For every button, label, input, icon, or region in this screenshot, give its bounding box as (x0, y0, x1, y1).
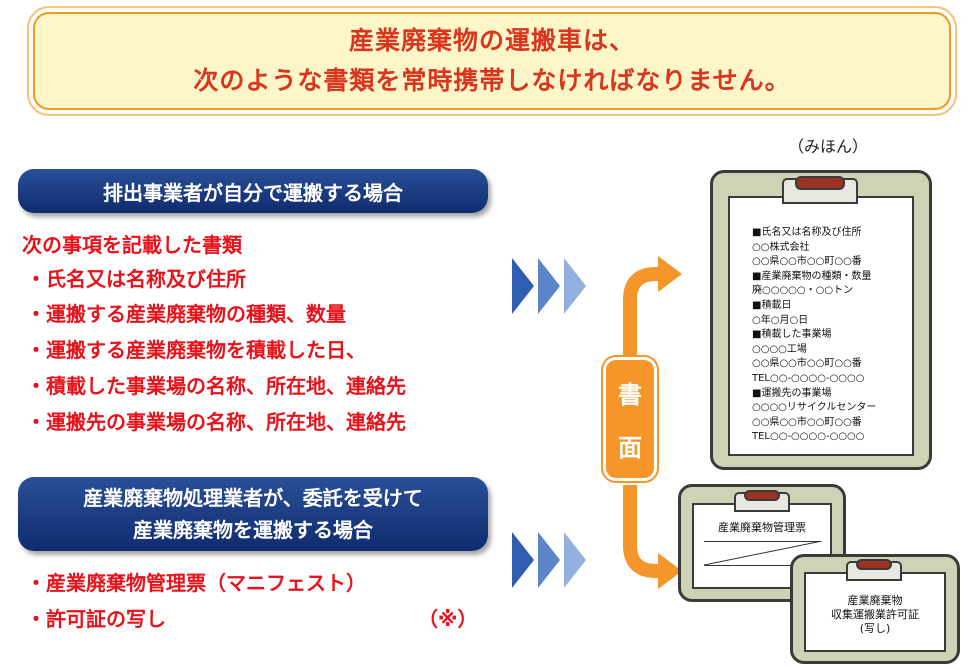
case2-item: ・許可証の写し (26, 607, 166, 631)
chevron-right-icon (564, 532, 586, 588)
case1-item: ・運搬先の事業場の名称、所在地、連絡先 (26, 410, 406, 434)
chevron-right-icon (512, 258, 534, 314)
branch-arrows-icon (623, 256, 682, 589)
document-line: TEL○○-○○○○-○○○○ (752, 372, 865, 384)
notice-header: 産業廃棄物の運搬車は、 次のような書類を常時携帯しなければなりません。 (33, 12, 951, 110)
document-line: ○○県○○市○○町○○番 (752, 358, 862, 370)
document-line: ○○県○○市○○町○○番 (752, 256, 862, 268)
document-line: ○○県○○市○○町○○番 (752, 416, 862, 428)
case2-banner-line-2: 産業廃棄物を運搬する場合 (133, 518, 373, 542)
case1-item: ・運搬する産業廃棄物を積載した日、 (26, 338, 366, 362)
document-line: ■積載日 (752, 299, 792, 311)
case1-banner: 排出事業者が自分で運搬する場合 (18, 169, 488, 213)
document-line: ■運搬先の事業場 (752, 387, 832, 399)
manifest-title: 産業廃棄物管理票 (718, 521, 806, 534)
chevron-right-icon (538, 258, 560, 314)
document-line: 廃○○○○○・○○トン (752, 285, 854, 297)
manifest-divider (704, 541, 820, 542)
document-line: ○○○○リサイクルセンター (752, 402, 877, 414)
clip-icon (744, 490, 780, 501)
permit-line: 収集運搬業許可証 (831, 608, 919, 621)
document-line: ○○○○工場 (752, 343, 807, 355)
sample-label: （みほん） (788, 137, 869, 156)
document-line: TEL○○-○○○○-○○○○ (752, 431, 865, 443)
chevron-right-icon (538, 532, 560, 588)
case1-banner-text: 排出事業者が自分で運搬する場合 (103, 180, 403, 205)
document-label-char: 面 (618, 434, 642, 462)
case2-item: ・産業廃棄物管理票（マニフェスト） (26, 571, 366, 595)
case2-note: （※） (418, 607, 478, 631)
case1-heading: 次の事項を記載した書類 (22, 233, 242, 257)
header-line-2: 次のような書類を常時携帯しなければなりません。 (193, 66, 791, 95)
chevron-right-icon (512, 532, 534, 588)
clip-base (782, 178, 858, 204)
permit-paper: 産業廃棄物 収集運搬業許可証 (写し) (804, 572, 946, 652)
document-line: ○年○月○日 (752, 314, 809, 326)
header-line-1: 産業廃棄物の運搬車は、 (348, 26, 635, 55)
permit-line: (写し) (859, 622, 891, 635)
document-label-char: 書 (618, 381, 642, 409)
case2-banner-line-1: 産業廃棄物処理業者が、委託を受けて (83, 486, 423, 510)
case1-item: ・氏名又は名称及び住所 (26, 267, 246, 291)
manifest-slash (704, 541, 823, 566)
case2-banner: 産業廃棄物処理業者が、委託を受けて 産業廃棄物を運搬する場合 (18, 477, 488, 551)
permit-line: 産業廃棄物 (847, 594, 903, 607)
document-line: ○○株式会社 (752, 241, 810, 253)
case1-item: ・積載した事業場の名称、所在地、連絡先 (26, 374, 406, 398)
case1-item: ・運搬する産業廃棄物の種類、数量 (26, 302, 346, 326)
document-line: ■氏名又は名称及び住所 (752, 227, 862, 238)
document-line: ■産業廃棄物の種類・数量 (752, 270, 872, 282)
clip-icon (795, 176, 845, 190)
document-label: 書 面 (606, 360, 654, 478)
document-line: ■積載した事業場 (752, 329, 832, 341)
clip-icon (856, 559, 892, 570)
manifest-divider (704, 565, 820, 566)
sample-document-paper: ■氏名又は名称及び住所 ○○株式会社 ○○県○○市○○町○○番 ■産業廃棄物の種… (728, 196, 914, 456)
chevron-right-icon (564, 258, 586, 314)
